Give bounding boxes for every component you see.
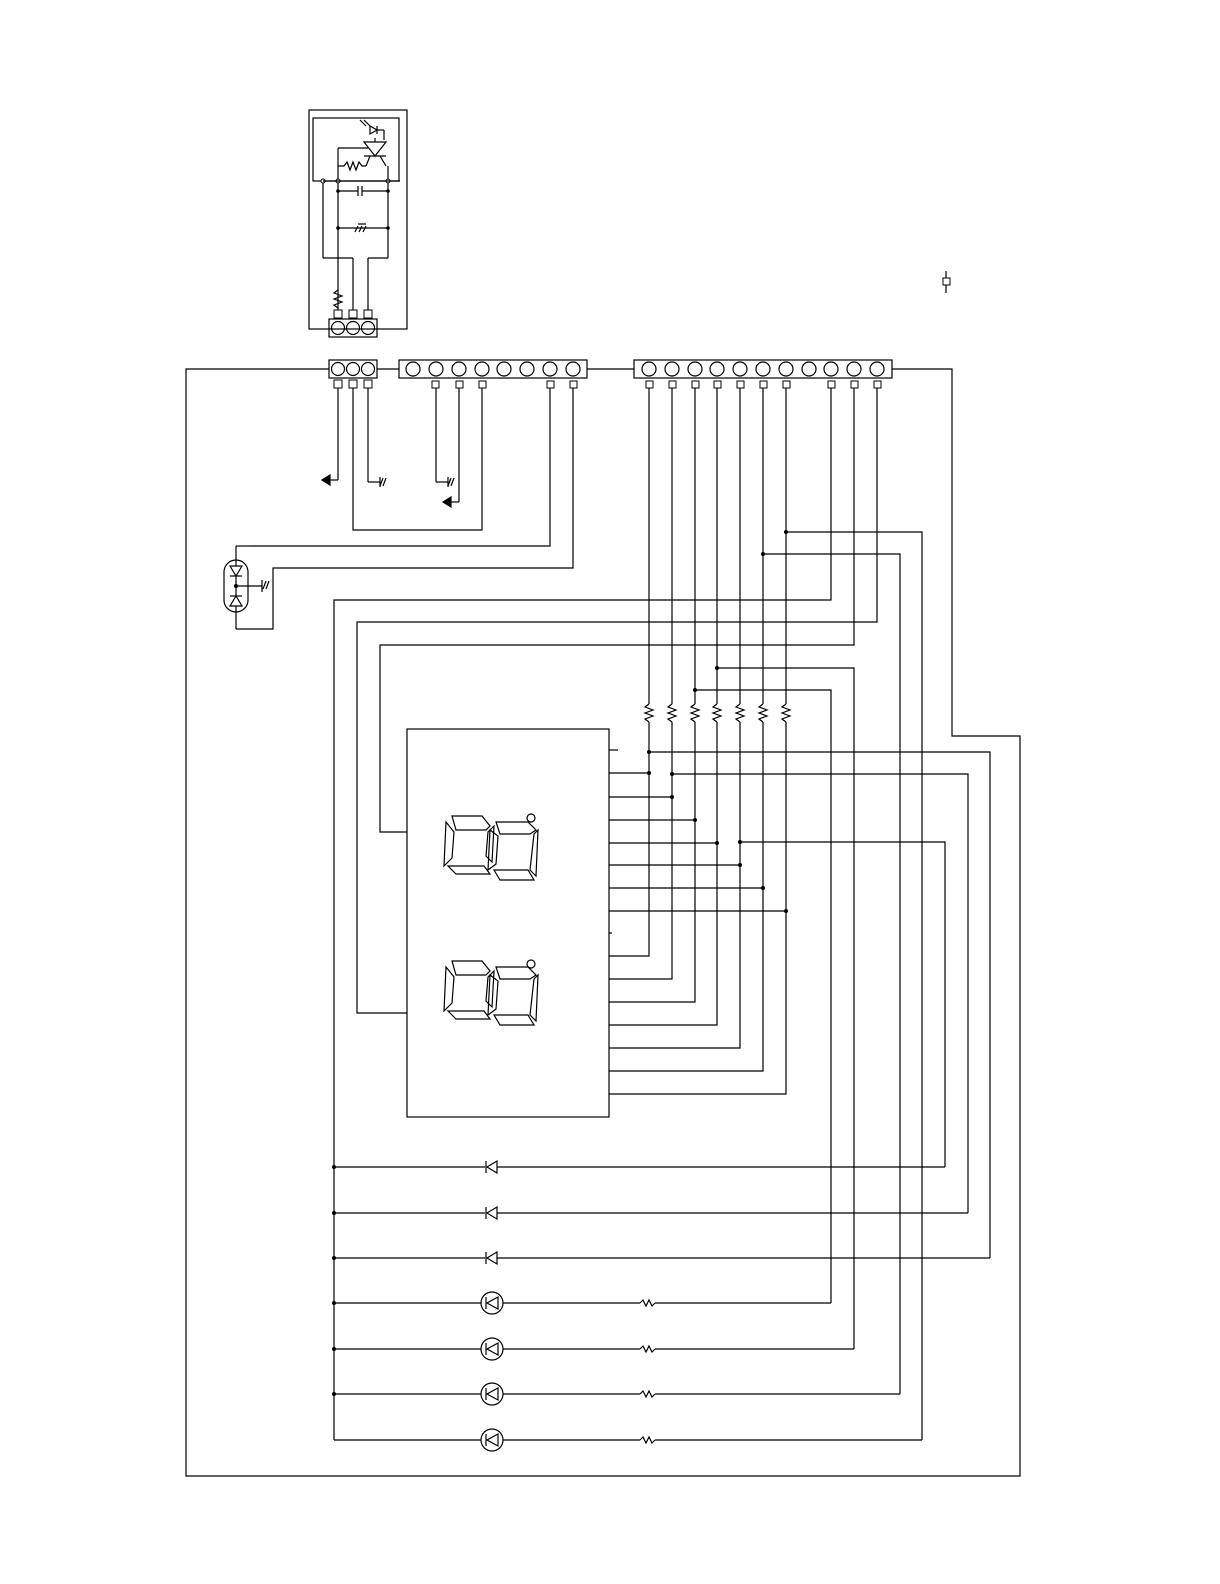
connector-11pin	[634, 360, 892, 388]
resistor-bank	[645, 704, 790, 722]
dual-diode	[224, 546, 269, 629]
led-icon	[481, 1429, 503, 1451]
diode-icon	[486, 1252, 497, 1264]
decimal-point-icon	[527, 814, 535, 822]
display-module	[407, 729, 618, 1117]
connector-8pin	[399, 360, 587, 388]
diode-icon	[486, 1207, 497, 1219]
seven-segment-digit-icon	[444, 816, 494, 874]
connector-3pin-top	[329, 310, 377, 337]
ground-icon	[448, 477, 454, 487]
ground-icon	[336, 224, 390, 232]
sensor-module-outer-box	[309, 110, 407, 329]
indicator-rows	[332, 1161, 990, 1451]
led-emitter-icon	[360, 120, 384, 140]
arrow-terminal-icon	[322, 475, 330, 485]
terminal-marker	[943, 271, 950, 293]
sensor-module	[309, 110, 407, 329]
diode-icon	[486, 1161, 497, 1173]
capacitor-icon	[336, 186, 390, 196]
frame-wires	[186, 369, 1020, 1476]
seven-segment-digit-icon	[444, 961, 494, 1019]
seven-segment-digit-icon	[488, 967, 538, 1025]
led-icon	[481, 1383, 503, 1405]
connector-8pin-leads	[236, 388, 573, 629]
ground-icon	[262, 580, 269, 592]
phototransistor-icon	[364, 138, 386, 166]
seven-segment-digit-icon	[488, 822, 538, 880]
arrow-terminal-icon	[443, 497, 451, 507]
ground-icon	[380, 477, 386, 487]
connector-3pin-main	[329, 360, 377, 388]
display-wiring	[609, 722, 990, 1258]
resistor-icon	[338, 148, 368, 170]
power-leads	[322, 388, 482, 530]
led-icon	[481, 1292, 503, 1314]
decimal-point-icon	[527, 960, 535, 968]
led-icon	[481, 1338, 503, 1360]
